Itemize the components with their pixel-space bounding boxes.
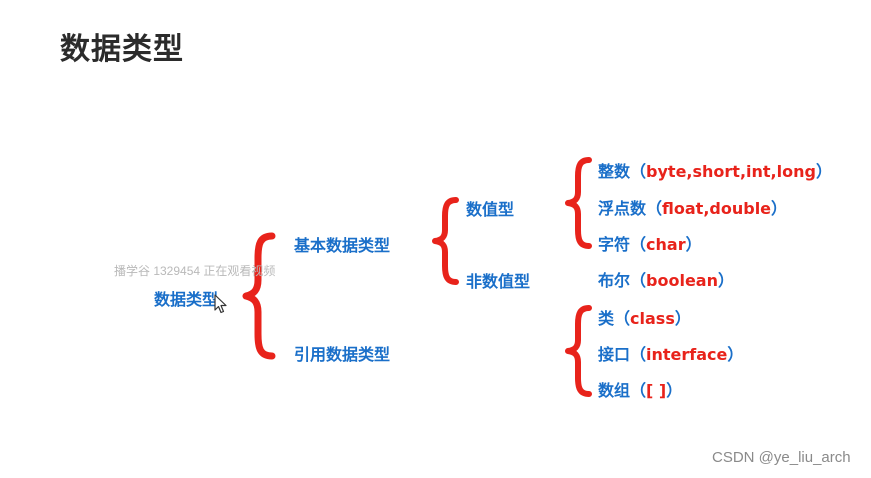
node-non-numeric: 非数值型 bbox=[466, 272, 531, 291]
leaf-integer-types: byte,short,int,long bbox=[646, 162, 816, 181]
page-title: 数据类型 bbox=[60, 32, 184, 67]
node-root: 数据类型 bbox=[154, 290, 219, 309]
leaf-integer-label: 整数 bbox=[598, 162, 631, 181]
footer-credit: CSDN @ye_liu_arch bbox=[712, 449, 851, 466]
leaf-boolean-types: boolean bbox=[646, 271, 718, 290]
brace-numeric bbox=[565, 157, 592, 249]
leaf-float-label: 浮点数 bbox=[598, 199, 647, 218]
leaf-interface: 接口（interface） bbox=[598, 345, 744, 364]
brace-reference bbox=[565, 305, 592, 397]
leaf-interface-label: 接口 bbox=[598, 345, 631, 364]
node-reference: 引用数据类型 bbox=[294, 345, 391, 364]
leaf-char: 字符（char） bbox=[598, 235, 702, 254]
leaf-float: 浮点数（float,double） bbox=[598, 199, 788, 218]
mouse-cursor-icon bbox=[214, 294, 227, 314]
leaf-array: 数组（[ ]） bbox=[598, 381, 683, 400]
leaf-char-types: char bbox=[646, 235, 686, 254]
brace-root bbox=[242, 232, 276, 360]
leaf-boolean-label: 布尔 bbox=[598, 271, 631, 290]
node-numeric: 数值型 bbox=[466, 200, 515, 219]
leaf-array-label: 数组 bbox=[598, 381, 631, 400]
brace-primitive bbox=[432, 197, 459, 285]
leaf-float-types: float,double bbox=[662, 199, 772, 218]
leaf-array-types: [ ] bbox=[646, 381, 667, 400]
leaf-class-label: 类 bbox=[598, 309, 615, 328]
viewer-overlay-text: 播学谷 1329454 正在观看视频 bbox=[114, 264, 276, 278]
leaf-boolean: 布尔（boolean） bbox=[598, 271, 735, 290]
leaf-integer: 整数（byte,short,int,long） bbox=[598, 162, 832, 181]
leaf-class-types: class bbox=[630, 309, 675, 328]
leaf-char-label: 字符 bbox=[598, 235, 631, 254]
leaf-class: 类（class） bbox=[598, 309, 691, 328]
node-primitive: 基本数据类型 bbox=[294, 236, 391, 255]
leaf-interface-types: interface bbox=[646, 345, 728, 364]
